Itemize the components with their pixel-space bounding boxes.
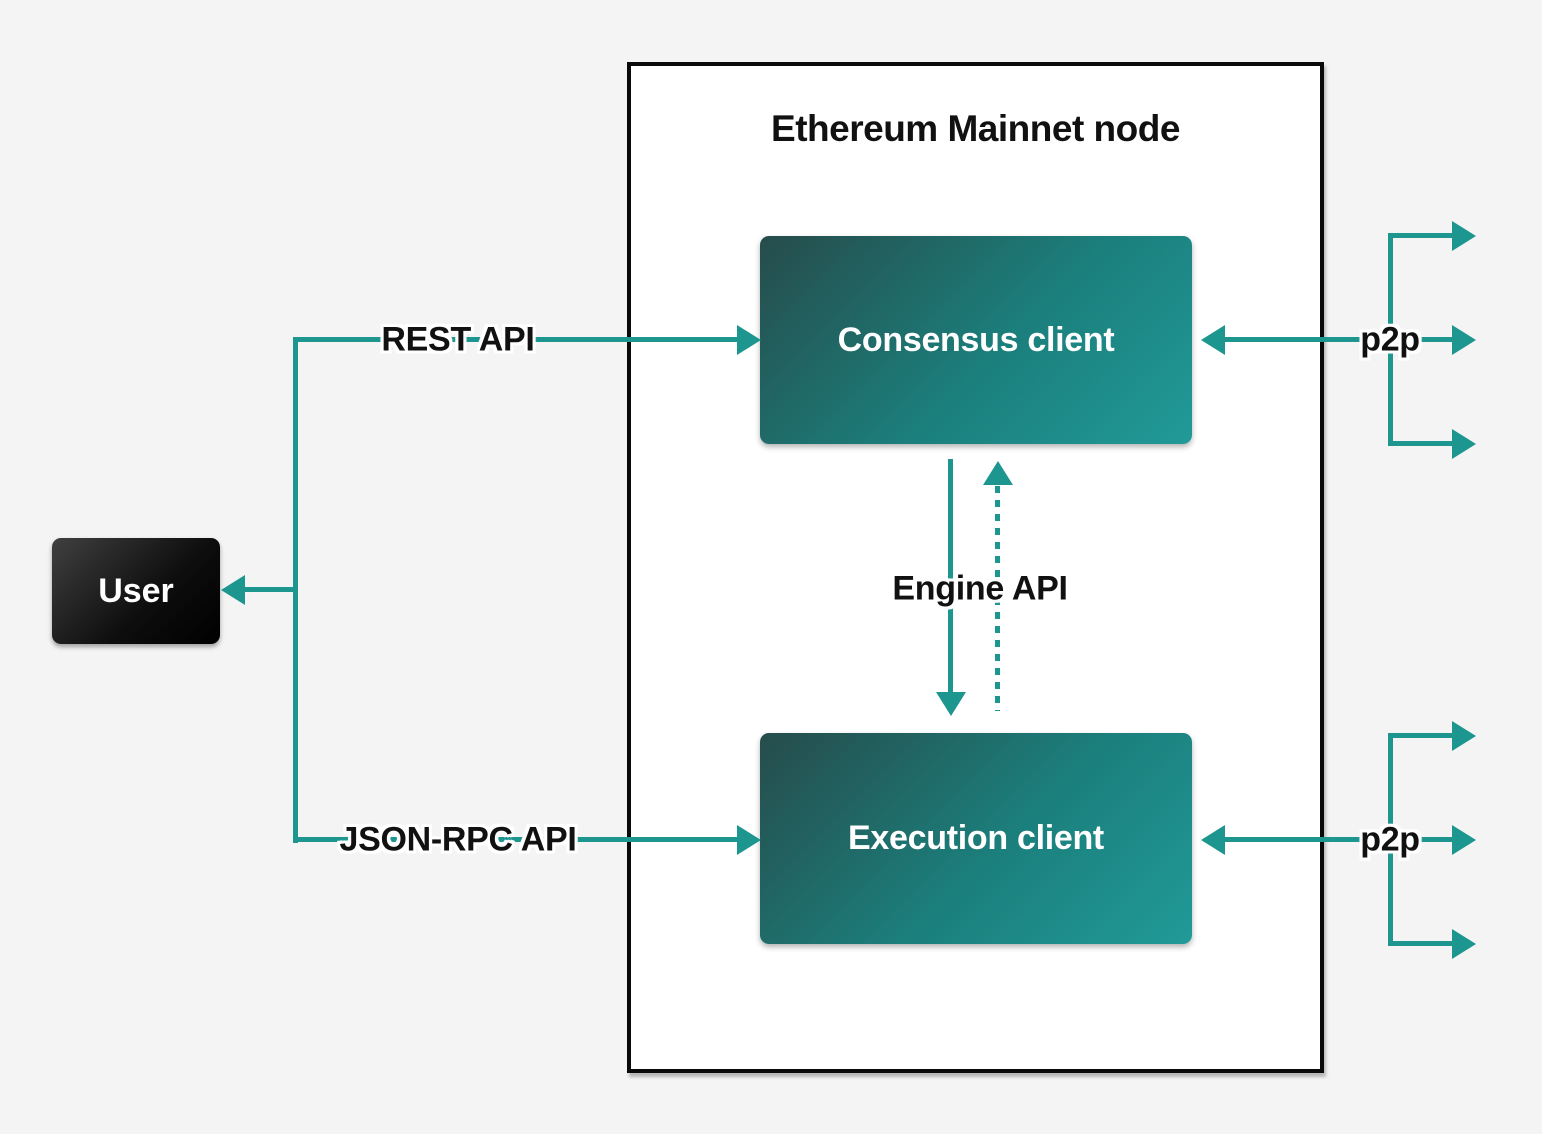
p2p-execution-middle-arrowhead-icon bbox=[1452, 825, 1476, 855]
consensus-client-label: Consensus client bbox=[837, 320, 1115, 359]
p2p-execution-bottom-arrowhead-icon bbox=[1452, 929, 1476, 959]
engine-api-down-line bbox=[948, 459, 953, 693]
p2p-consensus-middle-branch-line bbox=[1420, 337, 1452, 342]
p2p-execution-left-arrowhead-icon bbox=[1201, 825, 1225, 855]
engine-api-up-dotted-line bbox=[995, 486, 1000, 711]
p2p-consensus-left-arrowhead-icon bbox=[1201, 325, 1225, 355]
engine-api-up-arrowhead-icon bbox=[983, 461, 1013, 485]
user-arrowhead-icon bbox=[221, 575, 245, 605]
p2p-consensus-vertical-line bbox=[1388, 233, 1393, 446]
p2p-consensus-middle-arrowhead-icon bbox=[1452, 325, 1476, 355]
p2p-consensus-left-line bbox=[1225, 337, 1360, 342]
p2p-consensus-top-branch-line bbox=[1388, 233, 1452, 238]
p2p-execution-middle-branch-line bbox=[1420, 837, 1452, 842]
p2p-execution-top-branch-line bbox=[1388, 733, 1452, 738]
user-label: User bbox=[98, 571, 174, 610]
user-node: User bbox=[52, 538, 220, 644]
p2p-execution-top-arrowhead-icon bbox=[1452, 721, 1476, 751]
p2p-consensus-label: p2p bbox=[1360, 320, 1420, 359]
p2p-execution-bottom-branch-line bbox=[1388, 941, 1452, 946]
engine-api-down-arrowhead-icon bbox=[936, 692, 966, 716]
json-rpc-api-label: JSON-RPC API bbox=[339, 820, 577, 859]
mainnet-node-title: Ethereum Mainnet node bbox=[771, 108, 1180, 149]
user-branch-line bbox=[245, 587, 298, 592]
p2p-execution-label: p2p bbox=[1360, 820, 1420, 859]
rest-api-arrowhead-icon bbox=[737, 325, 761, 355]
rest-api-label: REST API bbox=[381, 320, 535, 359]
json-rpc-api-arrowhead-icon bbox=[737, 825, 761, 855]
p2p-execution-vertical-line bbox=[1388, 733, 1393, 946]
execution-client-label: Execution client bbox=[848, 819, 1104, 857]
p2p-consensus-bottom-arrowhead-icon bbox=[1452, 429, 1476, 459]
rest-api-line bbox=[293, 337, 737, 342]
json-rpc-api-line bbox=[293, 837, 737, 842]
p2p-consensus-top-arrowhead-icon bbox=[1452, 221, 1476, 251]
consensus-client-node: Consensus client bbox=[760, 236, 1192, 444]
engine-api-label: Engine API bbox=[892, 569, 1068, 608]
p2p-execution-left-line bbox=[1225, 837, 1360, 842]
execution-client-node: Execution client bbox=[760, 733, 1192, 944]
p2p-consensus-bottom-branch-line bbox=[1388, 441, 1452, 446]
